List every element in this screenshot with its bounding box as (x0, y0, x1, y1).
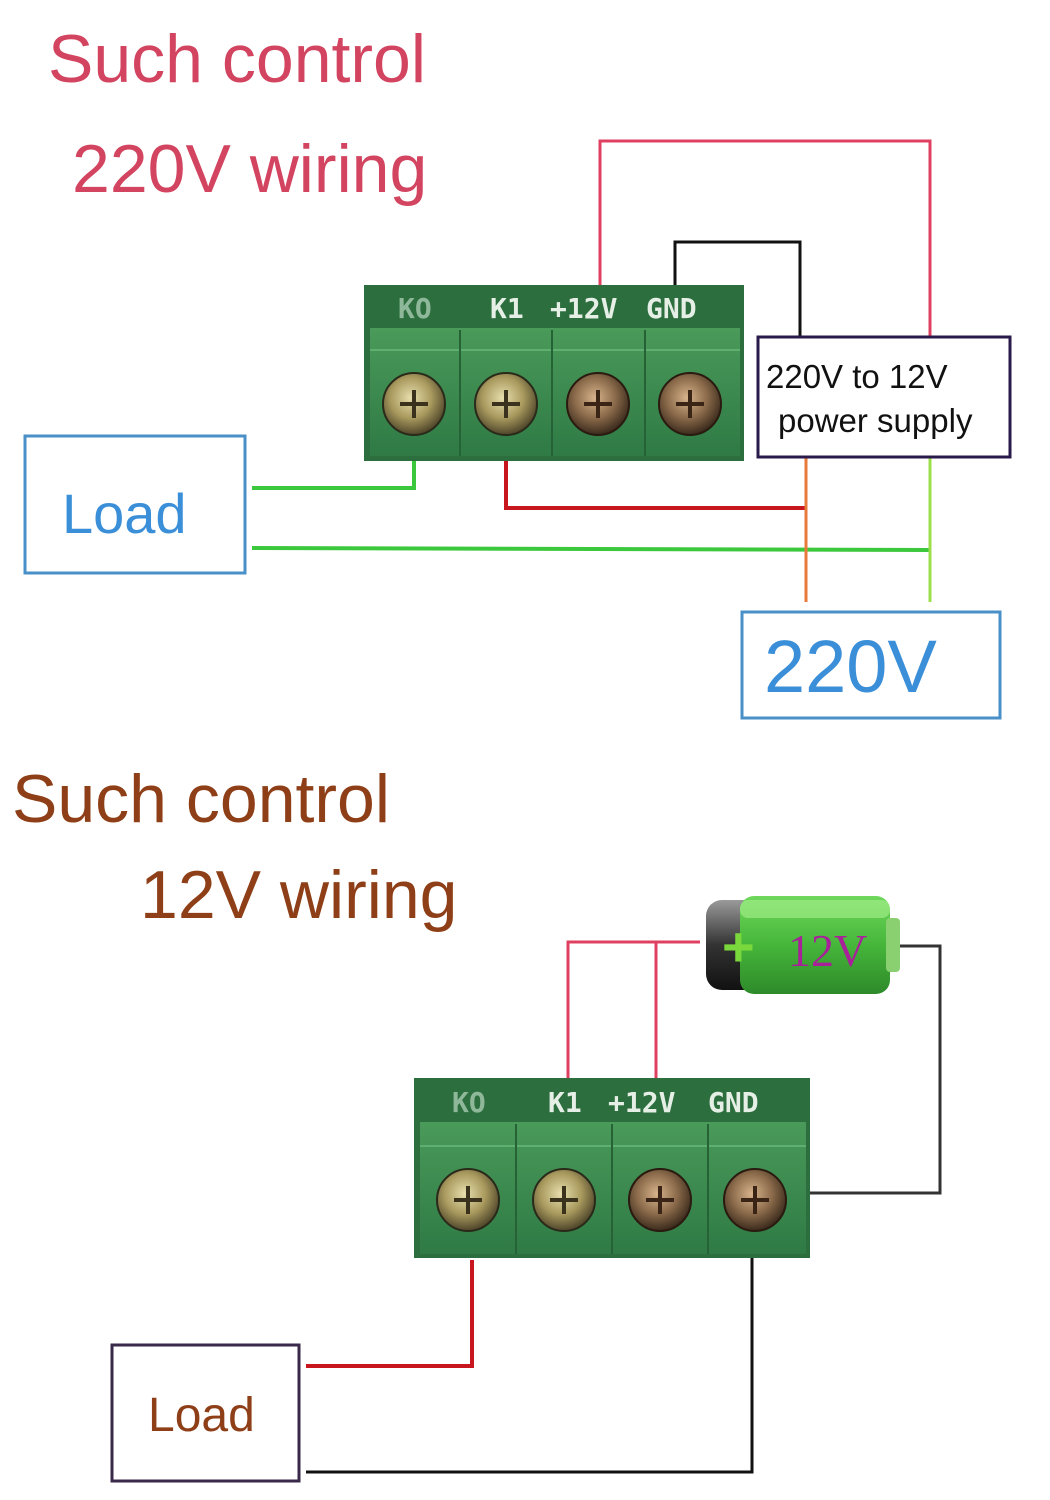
battery-plus: + (722, 915, 755, 978)
battery-icon: + 12V (706, 896, 900, 994)
top-terminal-block: KO K1 +12V GND (364, 285, 744, 461)
top-diagram: Such control 220V wiring KO K1 +12V GND (23, 21, 1012, 720)
power-supply-box: 220V to 12V power supply (756, 335, 1012, 459)
wire-ko-green (252, 448, 416, 490)
wire-k1-darkred (504, 448, 806, 510)
top-title-line1: Such control (48, 21, 426, 97)
top-load-label: Load (62, 482, 187, 545)
bottom-label-12v: +12V (608, 1086, 676, 1119)
supply-label-line1: 220V to 12V (766, 358, 948, 395)
screw-terminal-icon (382, 372, 446, 436)
bottom-load-box: Load (110, 1343, 301, 1483)
wire-gnd-load-black (306, 1200, 754, 1474)
screw-terminal-icon (532, 1168, 596, 1232)
top-title-line2: 220V wiring (72, 131, 427, 207)
top-label-ko: KO (398, 292, 432, 325)
wire-k1-12v-red (566, 940, 700, 1080)
wire-12v-red (598, 139, 932, 340)
screw-terminal-icon (436, 1168, 500, 1232)
screw-terminal-icon (566, 372, 630, 436)
bottom-label-gnd: GND (708, 1086, 759, 1119)
bottom-title-line2: 12V wiring (140, 857, 458, 933)
bottom-title-line1: Such control (12, 761, 390, 837)
bottom-wires (306, 940, 942, 1474)
bottom-terminal-block: KO K1 +12V GND (414, 1078, 810, 1258)
screw-terminal-icon (723, 1168, 787, 1232)
screw-terminal-icon (474, 372, 538, 436)
wire-load-green (251, 546, 931, 552)
wire-ko-load-red (306, 1260, 474, 1368)
mains-label: 220V (764, 625, 937, 708)
wire-gnd-black (673, 240, 802, 340)
top-load-box: Load (23, 434, 247, 575)
bottom-label-ko: KO (452, 1086, 486, 1119)
wire-battery-gnd (760, 944, 942, 1195)
bottom-diagram: Such control 12V wiring + 12V (12, 761, 942, 1483)
top-label-12v: +12V (550, 292, 618, 325)
screw-terminal-icon (628, 1168, 692, 1232)
top-wires (251, 139, 932, 602)
top-label-gnd: GND (646, 292, 697, 325)
top-label-k1: K1 (490, 292, 524, 325)
bottom-load-label: Load (148, 1389, 255, 1442)
battery-label: 12V (788, 925, 867, 976)
supply-label-line2: power supply (778, 402, 973, 439)
mains-box: 220V (740, 610, 1002, 720)
screw-terminal-icon (658, 372, 722, 436)
bottom-label-k1: K1 (548, 1086, 582, 1119)
